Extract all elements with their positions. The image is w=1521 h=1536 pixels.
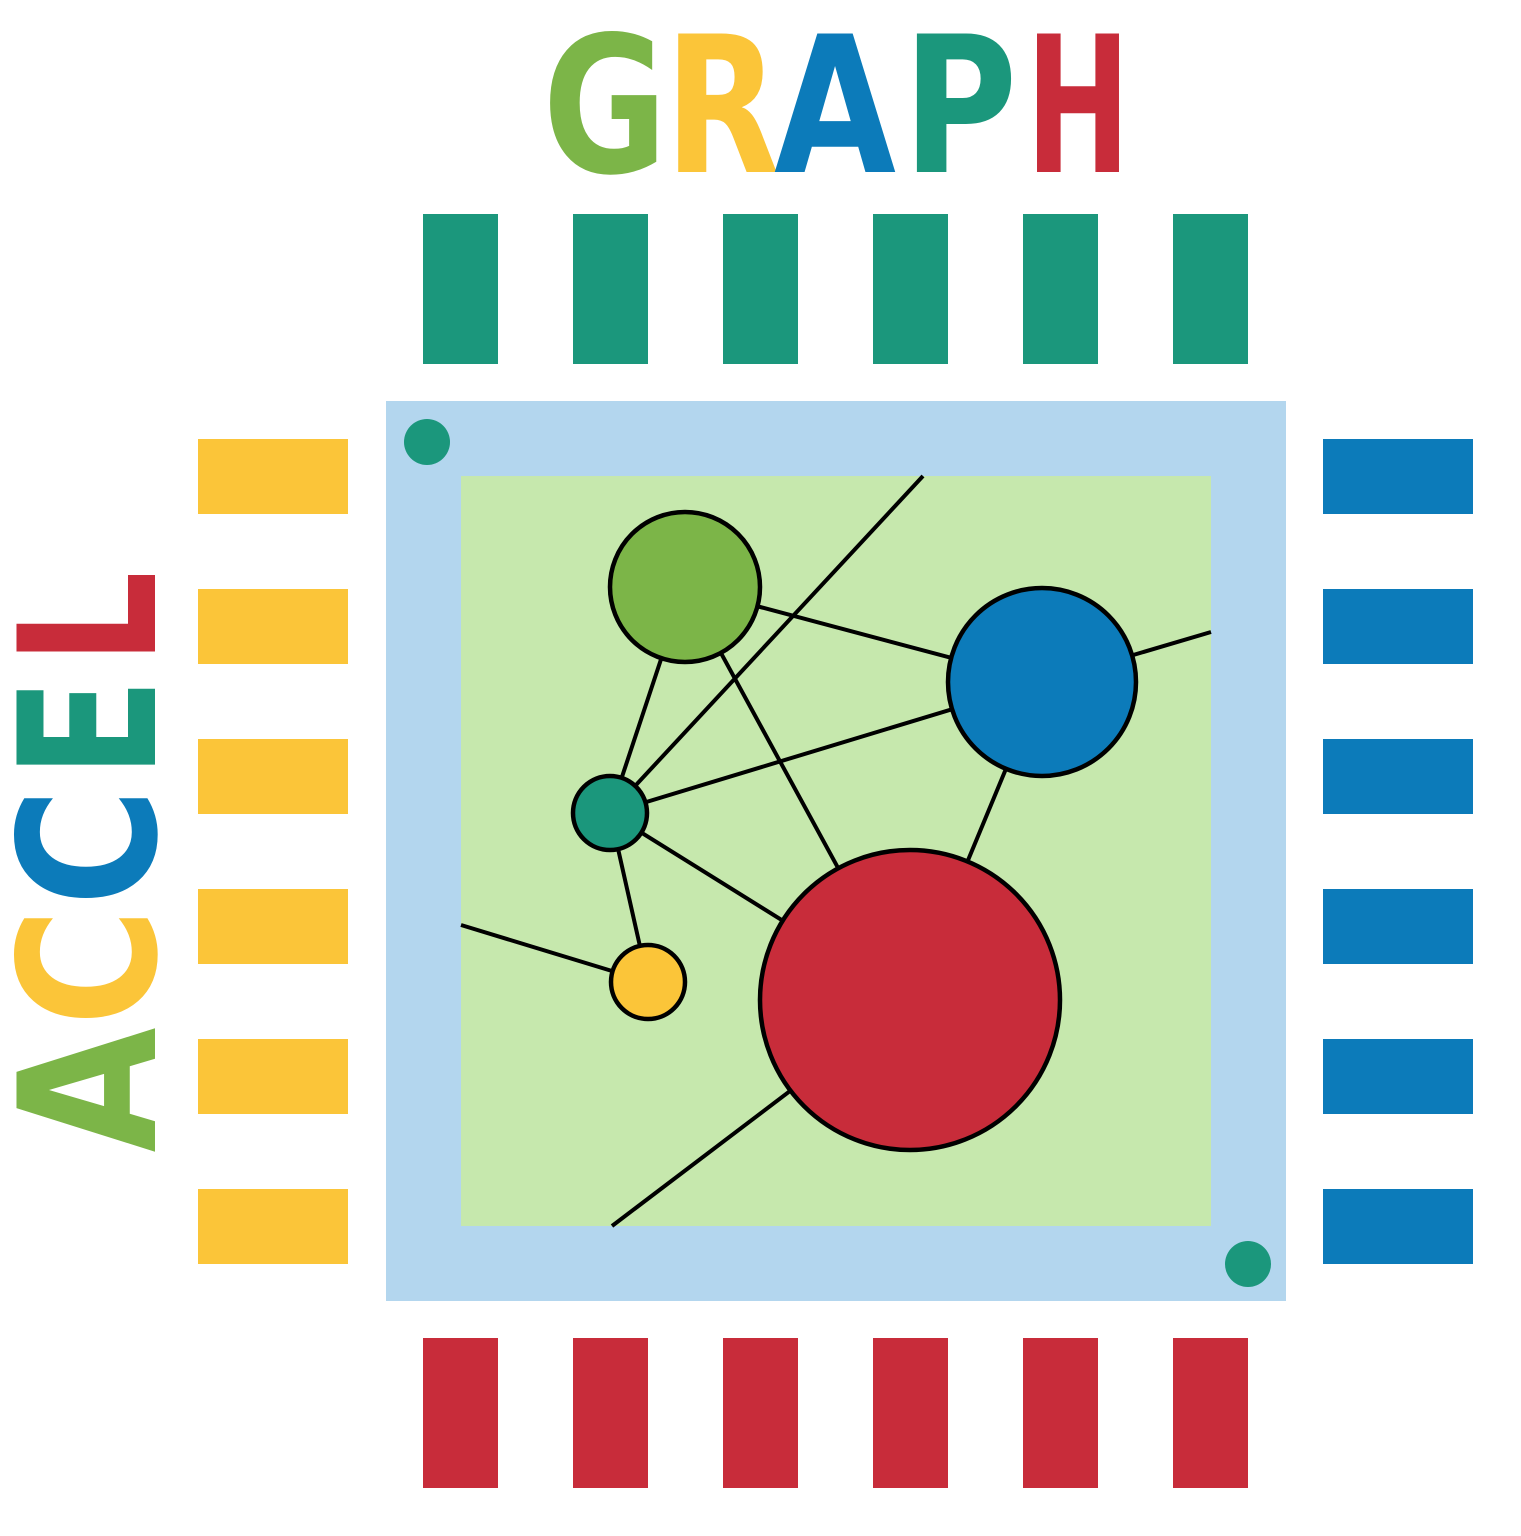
logo-word-top: G R A P H: [543, 0, 1131, 217]
graph-edge: [608, 474, 925, 815]
graph-node-blue: [945, 585, 1139, 779]
logo-letter: A: [0, 1028, 200, 1153]
chip-pin-right: [1323, 889, 1473, 964]
chip-pin-top: [1023, 214, 1098, 364]
chip-pin-left: [198, 1039, 348, 1114]
chip-pin-bottom: [723, 1338, 798, 1488]
logo-letter: C: [0, 788, 200, 906]
graph-node-red: [757, 847, 1063, 1153]
chip-pin-bottom: [1173, 1338, 1248, 1488]
logo-letter: H: [1026, 0, 1131, 217]
chip-pin-top: [723, 214, 798, 364]
logo-letter: R: [665, 0, 780, 217]
chip-pin-right: [1323, 589, 1473, 664]
chip-pin-bottom: [1023, 1338, 1098, 1488]
chip-pin-right: [1323, 1189, 1473, 1264]
chip-pin-bottom: [873, 1338, 948, 1488]
chip-pin-top: [573, 214, 648, 364]
chip-pin-left: [198, 739, 348, 814]
chip-pin-right: [1323, 739, 1473, 814]
logo-letter: C: [0, 908, 200, 1026]
chip-pin-left: [198, 439, 348, 514]
chip-pin-bottom: [423, 1338, 498, 1488]
logo-letter: P: [903, 0, 1018, 217]
logo-letter: A: [774, 0, 896, 217]
chip-pin-right: [1323, 1039, 1473, 1114]
graph-node-green: [607, 509, 763, 665]
graph-node-yellow: [608, 942, 688, 1022]
logo-letter: E: [0, 678, 200, 778]
chip-pin-left: [198, 589, 348, 664]
chip-pins: [198, 214, 1473, 1488]
graph-nodes: [570, 509, 1139, 1153]
graph-node-teal: [570, 773, 650, 853]
logo-word-side: A C C E L: [0, 571, 200, 1153]
chip-pin-bottom: [573, 1338, 648, 1488]
chip-pin-left: [198, 1189, 348, 1264]
chip-corner-dot: [404, 419, 450, 465]
chip-pin-left: [198, 889, 348, 964]
chip-pin-top: [423, 214, 498, 364]
logo-letter: G: [543, 0, 668, 217]
chip-pin-right: [1323, 439, 1473, 514]
logo-letter: L: [0, 571, 200, 665]
chip-pin-top: [1173, 214, 1248, 364]
chip-pin-top: [873, 214, 948, 364]
chip-corner-dot: [1225, 1241, 1271, 1287]
